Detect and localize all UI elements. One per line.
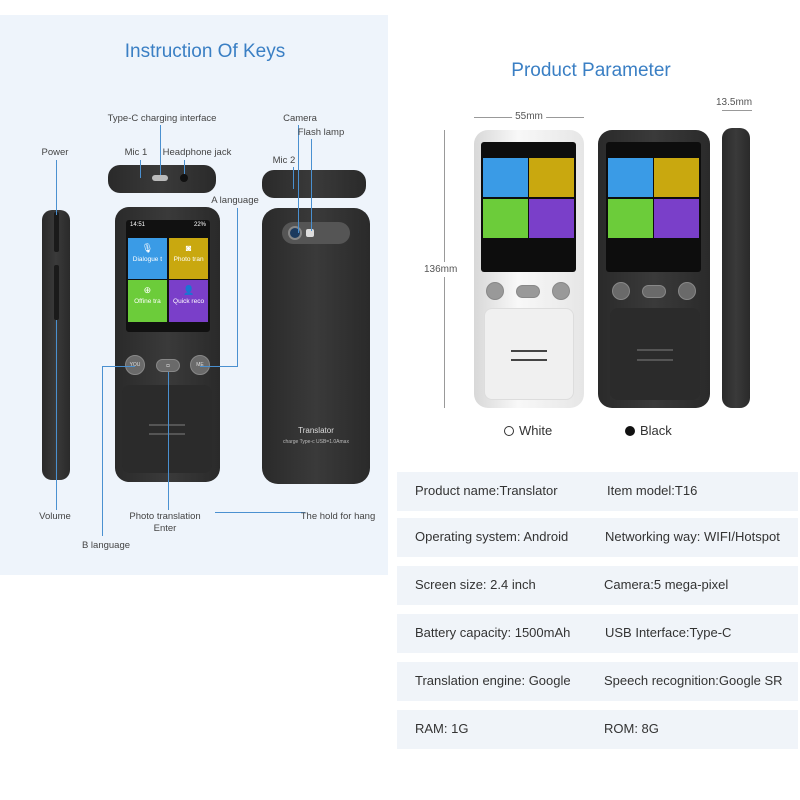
camera-icon: ◙ [185,242,192,253]
back-small-text: charge Type-c USB=1.0Amax [283,439,349,445]
device-back-view [262,208,370,484]
person-icon: 👤 [182,285,195,296]
mic-icon: 🎙 [141,242,154,253]
white-device-screen [481,142,576,272]
speaker-grille [122,385,212,473]
label-a-language: A language [211,195,259,206]
black-photo-button [642,285,666,298]
type-c-port [152,175,168,181]
label-mic1: Mic 1 [124,147,148,158]
me-button[interactable]: ME [190,355,210,375]
black-grille [610,308,700,400]
label-b-language: B language [81,540,131,551]
tile-offline[interactable]: ⊕Offine tra [127,280,168,322]
clock: 14:51 [130,222,146,228]
globe-icon: ⊕ [143,285,152,296]
device-bottom-view [262,170,366,198]
label-power: Power [41,147,69,158]
color-option-white: White [504,423,552,438]
label-camera: Camera [283,113,317,124]
black-you-button [612,282,630,300]
label-hold: The hold for hang [300,511,376,522]
white-swatch-icon [504,425,514,436]
label-headphone: Headphone jack [162,147,232,158]
volume-key [54,265,59,320]
black-swatch-icon [625,425,635,436]
you-button[interactable]: YOU [125,355,145,375]
white-photo-button [516,285,540,298]
device-screen: 14:51 22% 🎙Dialogue t ◙Photo tran ⊕Offine… [126,220,210,332]
black-device-screen [606,142,701,272]
label-volume: Volume [39,511,71,522]
color-option-black: Black [625,423,672,438]
battery: 22% [193,222,206,228]
tile-quick-record[interactable]: 👤Quick reco [168,280,209,322]
label-type-c: Type-C charging interface [107,113,217,124]
white-me-button [552,282,570,300]
photo-button[interactable]: ◘ [156,359,180,372]
back-label: Translator [298,426,334,435]
tile-photo[interactable]: ◙Photo tran [168,237,209,280]
label-mic2: Mic 2 [272,155,296,166]
white-grille [484,308,574,400]
label-flash: Flash lamp [297,127,345,138]
white-you-button [486,282,504,300]
parameter-title: Product Parameter [511,60,671,81]
camera-icon: ◘ [166,362,170,369]
headphone-jack [180,174,188,182]
power-key [54,212,59,252]
dim-height: 136mm [424,262,458,277]
dim-depth: 13.5mm [716,97,753,108]
device-thickness-view [722,128,750,408]
tile-dialogue[interactable]: 🎙Dialogue t [127,237,168,280]
camera-lens [288,226,302,240]
black-me-button [678,282,696,300]
keys-title: Instruction Of Keys [124,41,286,62]
dim-width: 55mm [512,111,546,122]
flash-lamp [306,229,314,237]
